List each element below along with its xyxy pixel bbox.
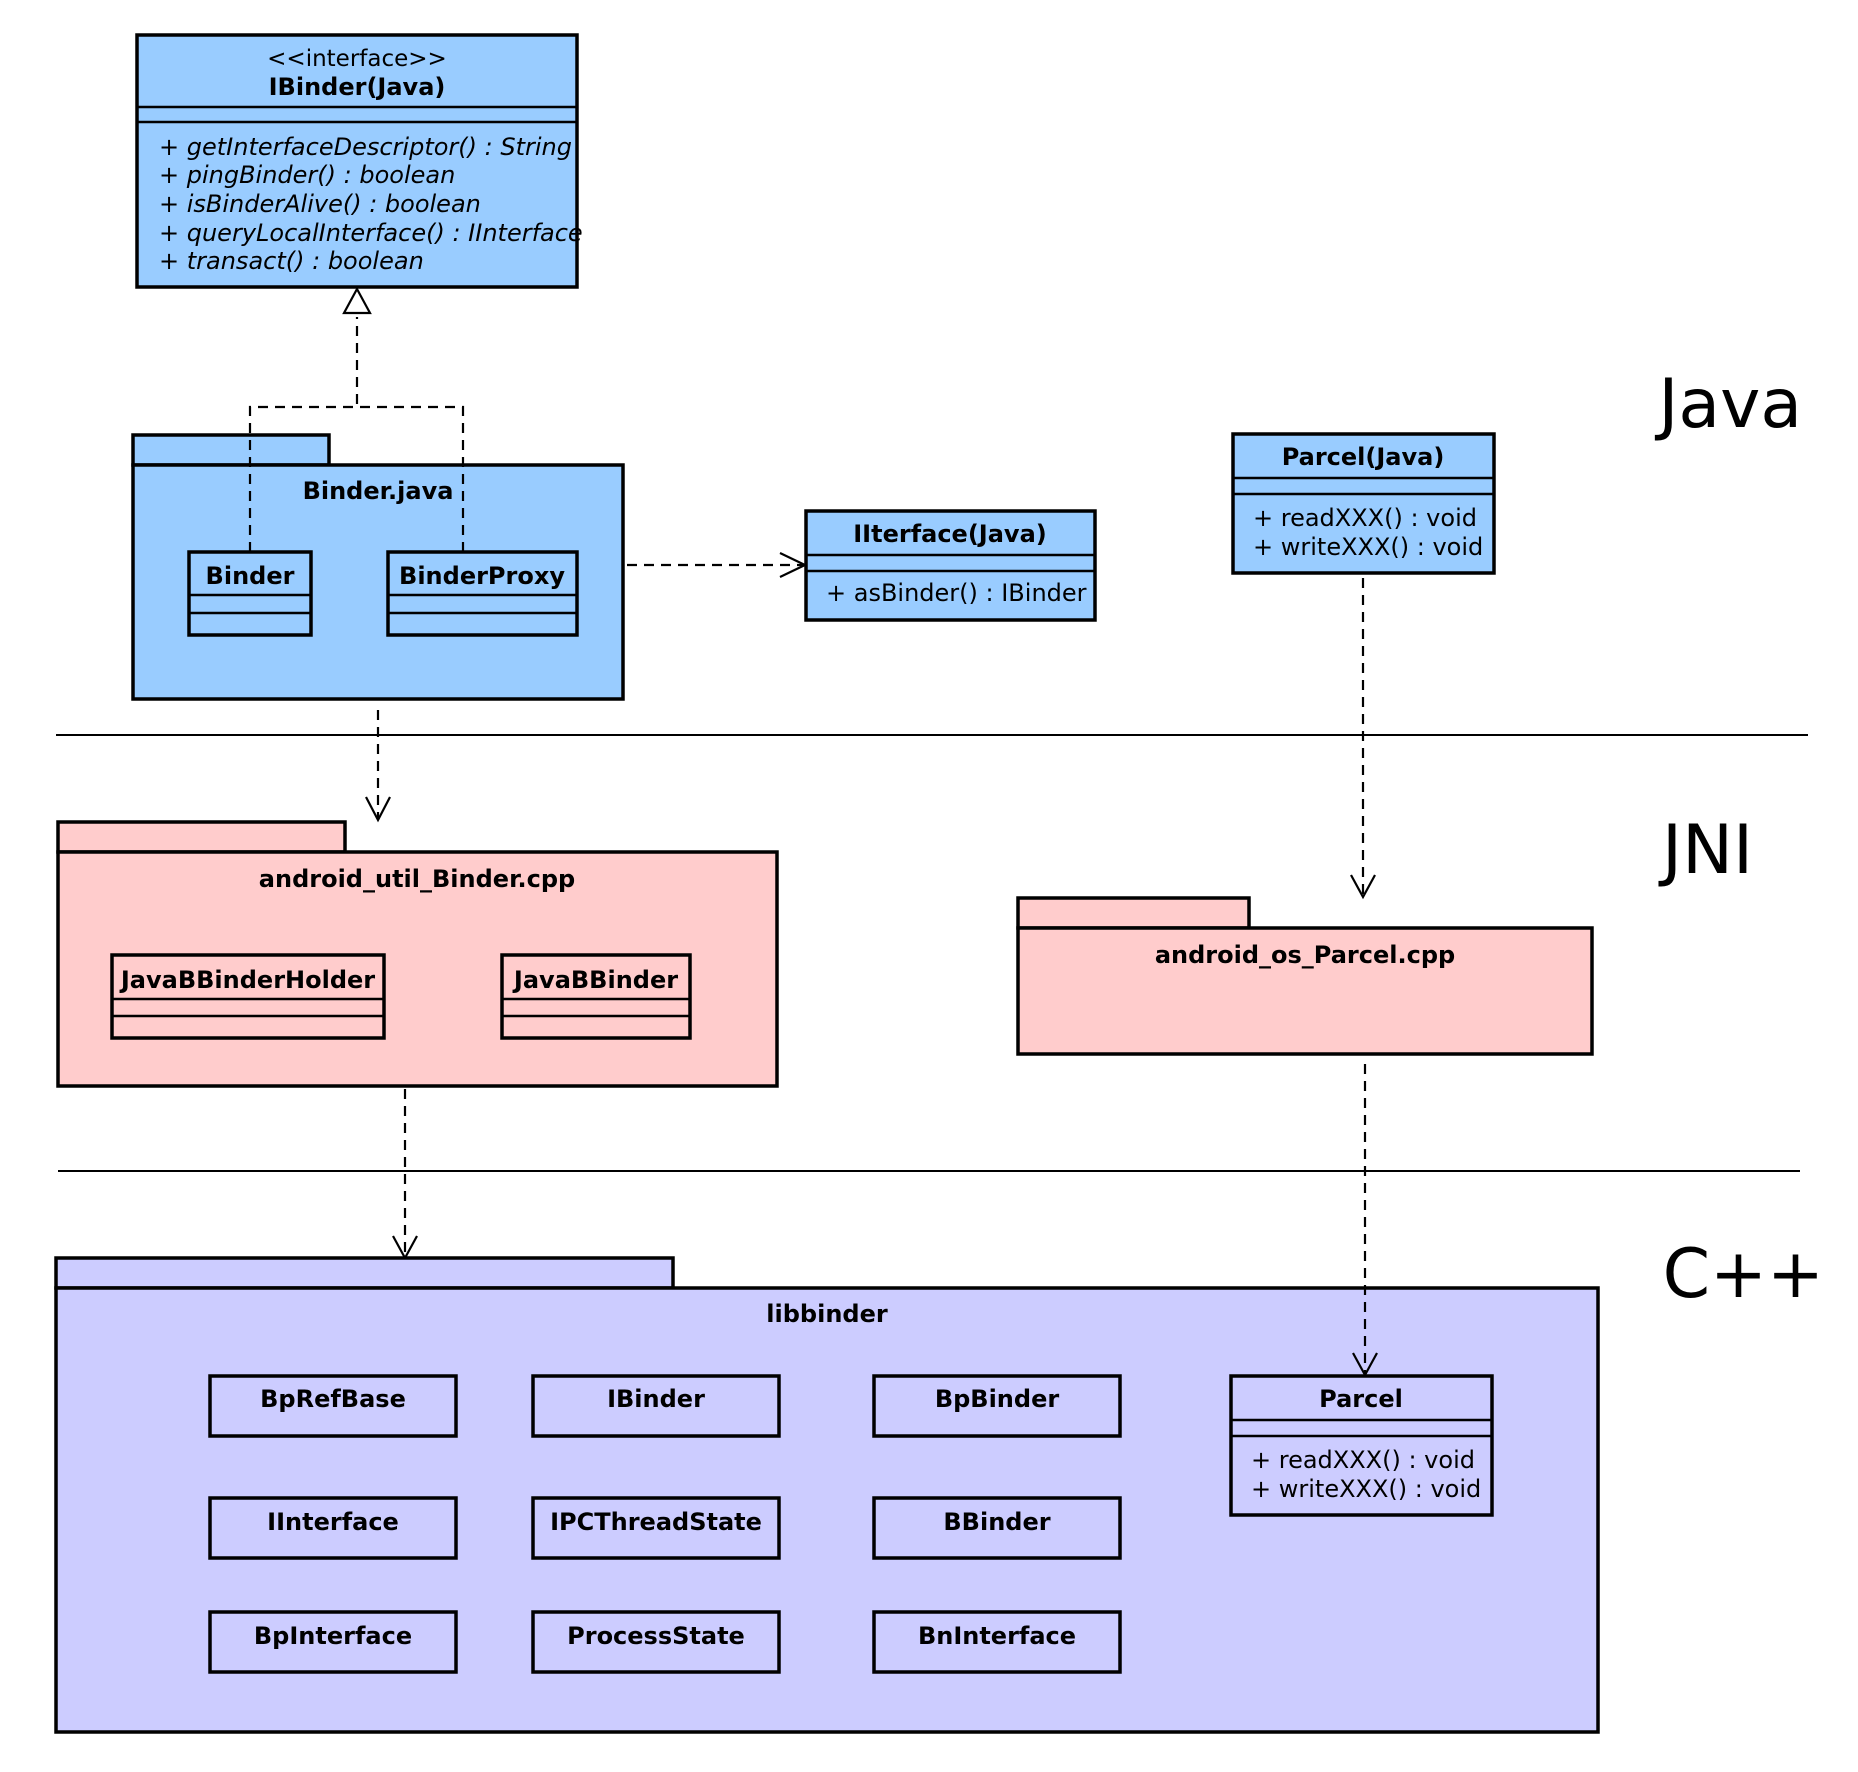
libbinder-tab	[54, 1256, 675, 1290]
class-iinterface[interactable]: IInterface	[208, 1496, 458, 1560]
ibinder-java-method: + transact() : boolean	[159, 247, 424, 275]
class-bprefbase[interactable]: BpRefBase	[208, 1374, 458, 1438]
android-os-parcel-package[interactable]: android_os_Parcel.cpp	[1016, 896, 1594, 1056]
binder-java-package-tab	[131, 433, 331, 467]
realization-binder-line	[248, 317, 359, 552]
ibinder-java-method: + queryLocalInterface() : IInterface	[159, 219, 583, 247]
layer-label-java: Java	[1654, 365, 1802, 444]
ibinder-java-stereotype: <<interface>>	[267, 46, 447, 72]
class-ibinder-title: IBinder	[607, 1385, 705, 1413]
class-ipcthreadstate-box	[531, 1496, 781, 1560]
class-bninterface[interactable]: BnInterface	[872, 1610, 1122, 1674]
android-util-binder-title: android_util_Binder.cpp	[259, 865, 575, 893]
class-javabbinder-title: JavaBBinder	[512, 966, 678, 994]
iinterface-java-class[interactable]: IIterface(Java) + asBinder() : IBinder	[804, 509, 1097, 622]
class-bpbinder-title: BpBinder	[935, 1385, 1060, 1413]
parcel-java-class[interactable]: Parcel(Java) + readXXX() : void + writeX…	[1231, 432, 1496, 575]
class-javabbinderholder-box	[110, 953, 386, 1040]
class-javabbinder-box	[500, 953, 692, 1040]
class-bprefbase-box	[208, 1374, 458, 1438]
class-processstate-box	[531, 1610, 781, 1674]
android-os-parcel-body	[1016, 926, 1594, 1056]
class-iinterface-box	[208, 1496, 458, 1560]
realization-binderproxy-line	[357, 405, 465, 552]
class-bpbinder[interactable]: BpBinder	[872, 1374, 1122, 1438]
parcel-java-box	[1231, 432, 1496, 575]
class-javabbinderholder-title: JavaBBinderHolder	[119, 966, 375, 994]
class-binderproxy[interactable]: BinderProxy	[386, 550, 579, 637]
ibinder-java-method: + pingBinder() : boolean	[159, 161, 455, 189]
class-bpinterface-box	[208, 1610, 458, 1674]
ibinder-java-method: + getInterfaceDescriptor() : String	[159, 133, 572, 161]
class-iinterface-title: IInterface	[267, 1508, 399, 1536]
android-util-binder-tab	[56, 820, 347, 854]
ibinder-java-title: IBinder(Java)	[269, 73, 446, 101]
ibinder-java-method: + isBinderAlive() : boolean	[159, 190, 481, 218]
class-binderproxy-title: BinderProxy	[399, 562, 565, 590]
class-bpbinder-box	[872, 1374, 1122, 1438]
class-bbinder-box	[872, 1496, 1122, 1560]
layer-label-cpp: C++	[1663, 1235, 1824, 1314]
class-bbinder-title: BBinder	[943, 1508, 1050, 1536]
class-processstate[interactable]: ProcessState	[531, 1610, 781, 1674]
iinterface-java-method: + asBinder() : IBinder	[826, 579, 1087, 607]
class-ibinder-box	[531, 1374, 781, 1438]
class-binder-box	[187, 550, 313, 637]
class-binderproxy-box	[386, 550, 579, 637]
android-os-parcel-title: android_os_Parcel.cpp	[1155, 941, 1455, 969]
dependency-parcel-to-jni-head	[1350, 874, 1376, 900]
class-javabbinderholder[interactable]: JavaBBinderHolder	[110, 953, 386, 1040]
class-bbinder[interactable]: BBinder	[872, 1496, 1122, 1560]
class-parcel-cpp-title: Parcel	[1319, 1385, 1403, 1413]
class-binder-title: Binder	[206, 562, 295, 590]
parcel-java-title: Parcel(Java)	[1282, 443, 1445, 471]
iinterface-java-box	[804, 509, 1097, 622]
class-bpinterface[interactable]: BpInterface	[208, 1610, 458, 1674]
class-bpinterface-title: BpInterface	[254, 1622, 412, 1650]
class-parcel-cpp-method: + writeXXX() : void	[1251, 1475, 1481, 1503]
class-bninterface-box	[872, 1610, 1122, 1674]
ibinder-java-interface[interactable]: <<interface>> IBinder(Java) + getInterfa…	[135, 33, 583, 289]
class-ipcthreadstate[interactable]: IPCThreadState	[531, 1496, 781, 1560]
class-bninterface-title: BnInterface	[918, 1622, 1076, 1650]
iinterface-java-title: IIterface(Java)	[853, 520, 1047, 548]
class-ipcthreadstate-title: IPCThreadState	[550, 1508, 762, 1536]
class-bprefbase-title: BpRefBase	[260, 1385, 406, 1413]
class-ibinder[interactable]: IBinder	[531, 1374, 781, 1438]
class-parcel-cpp-box	[1229, 1374, 1494, 1517]
dependency-binder-to-jni-head	[365, 796, 391, 823]
realization-triangle-head	[342, 286, 372, 315]
binder-java-package-title: Binder.java	[303, 477, 454, 505]
layer-label-jni: JNI	[1658, 811, 1753, 890]
ibinder-java-box	[135, 33, 579, 289]
libbinder-title: libbinder	[766, 1300, 888, 1328]
class-parcel-cpp-method: + readXXX() : void	[1251, 1446, 1475, 1474]
class-binder[interactable]: Binder	[187, 550, 313, 637]
class-parcel-cpp[interactable]: Parcel + readXXX() : void + writeXXX() :…	[1229, 1374, 1494, 1517]
class-processstate-title: ProcessState	[567, 1622, 745, 1650]
class-javabbinder[interactable]: JavaBBinder	[500, 953, 692, 1040]
parcel-java-method: + readXXX() : void	[1253, 504, 1477, 532]
parcel-java-method: + writeXXX() : void	[1253, 533, 1483, 561]
android-os-parcel-tab	[1016, 896, 1251, 930]
